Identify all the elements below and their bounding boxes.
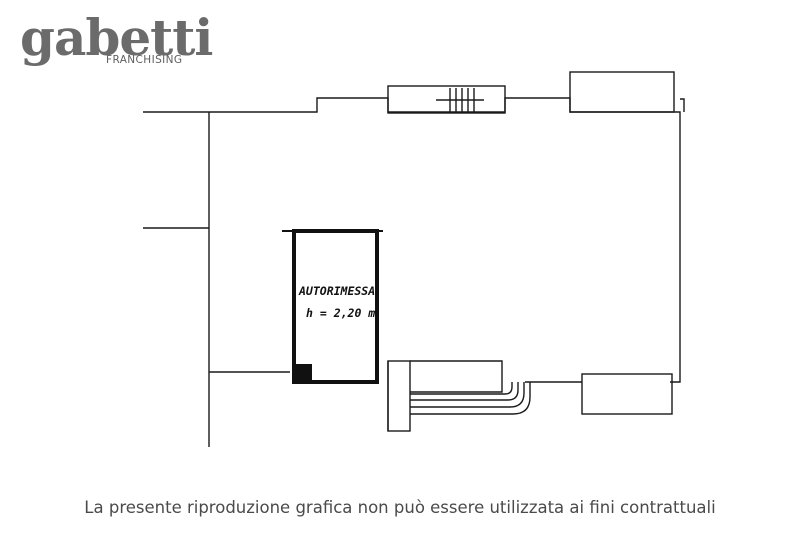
top-right-balcony (569, 71, 675, 113)
stair-step-4 (410, 382, 531, 415)
room-label: AUTORIMESSA (298, 284, 375, 298)
bottom-stair-body (410, 360, 503, 393)
building-outline (143, 97, 681, 383)
gabetti-logo: gabetti FRANCHISING (20, 8, 213, 82)
height-label: h = 2,20 m (306, 306, 375, 320)
bottom-stair-box (387, 360, 411, 432)
stair-step-1 (410, 382, 513, 395)
right-wall-step (680, 98, 685, 112)
bottom-right-box (581, 373, 673, 415)
garage-room (282, 229, 383, 384)
logo-brand: gabetti (20, 8, 213, 67)
stair-step-2 (410, 382, 519, 401)
top-stair-treads (436, 88, 484, 112)
top-stair-box (387, 85, 506, 114)
garage-pillar (294, 364, 312, 382)
stair-step-3 (410, 382, 525, 408)
disclaimer-text: La presente riproduzione grafica non può… (84, 498, 716, 517)
logo-subtitle: FRANCHISING (106, 54, 183, 66)
floor-plan: AUTORIMESSA h = 2,20 m (143, 71, 685, 447)
